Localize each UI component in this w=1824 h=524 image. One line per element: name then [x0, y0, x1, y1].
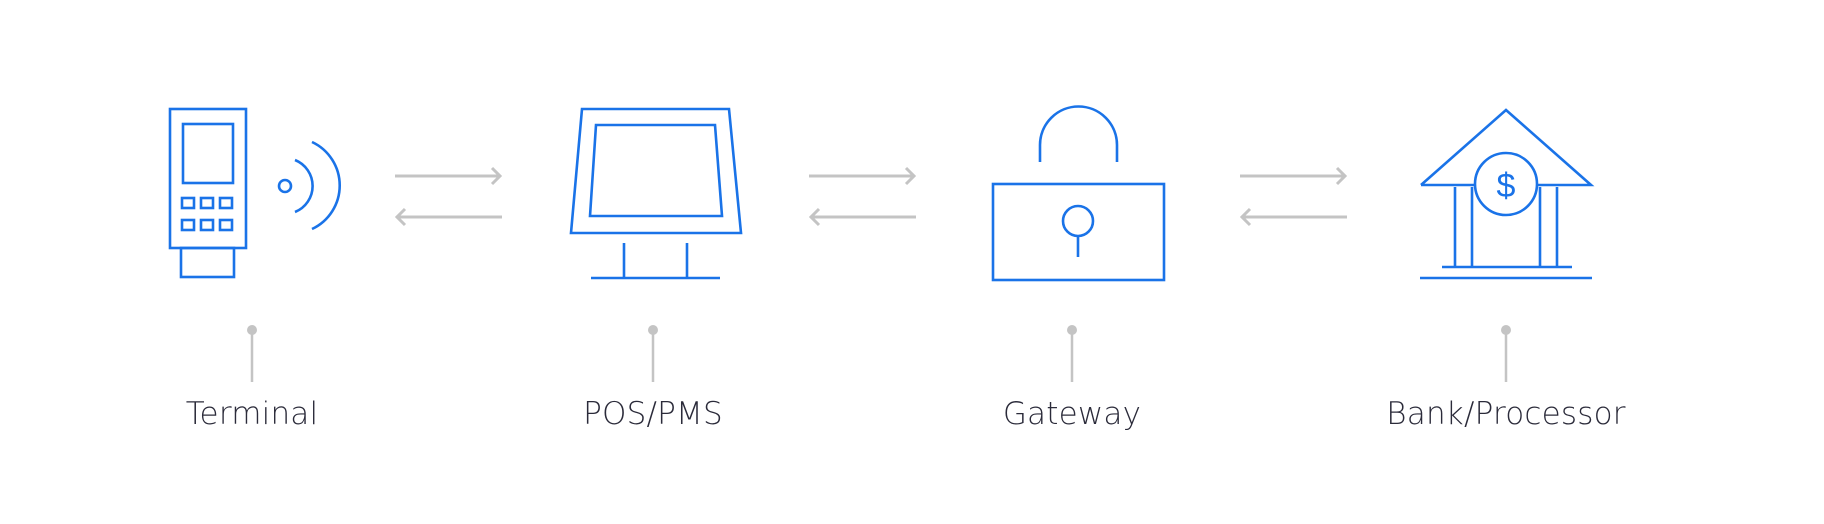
padlock-icon — [991, 105, 1166, 282]
arrow-gateway-bank — [1239, 166, 1348, 227]
label-bank: Bank/Processor — [1386, 396, 1626, 432]
label-gateway: Gateway — [1002, 396, 1142, 432]
label-pins — [247, 325, 1511, 382]
bank-icon — [1420, 108, 1595, 280]
dollar-symbol: $ — [1497, 167, 1516, 205]
label-pos-pms: POS/PMS — [583, 396, 723, 432]
card-terminal-icon — [168, 107, 341, 279]
arrow-pos-gateway — [808, 166, 917, 227]
pin-bank — [1501, 325, 1511, 382]
flow-arrows — [394, 166, 1348, 227]
pin-terminal — [247, 325, 257, 382]
arrow-terminal-pos — [394, 166, 503, 227]
pin-gateway — [1067, 325, 1077, 382]
pin-pos-pms — [648, 325, 658, 382]
pos-monitor-icon — [569, 107, 743, 280]
label-terminal: Terminal — [185, 396, 319, 432]
